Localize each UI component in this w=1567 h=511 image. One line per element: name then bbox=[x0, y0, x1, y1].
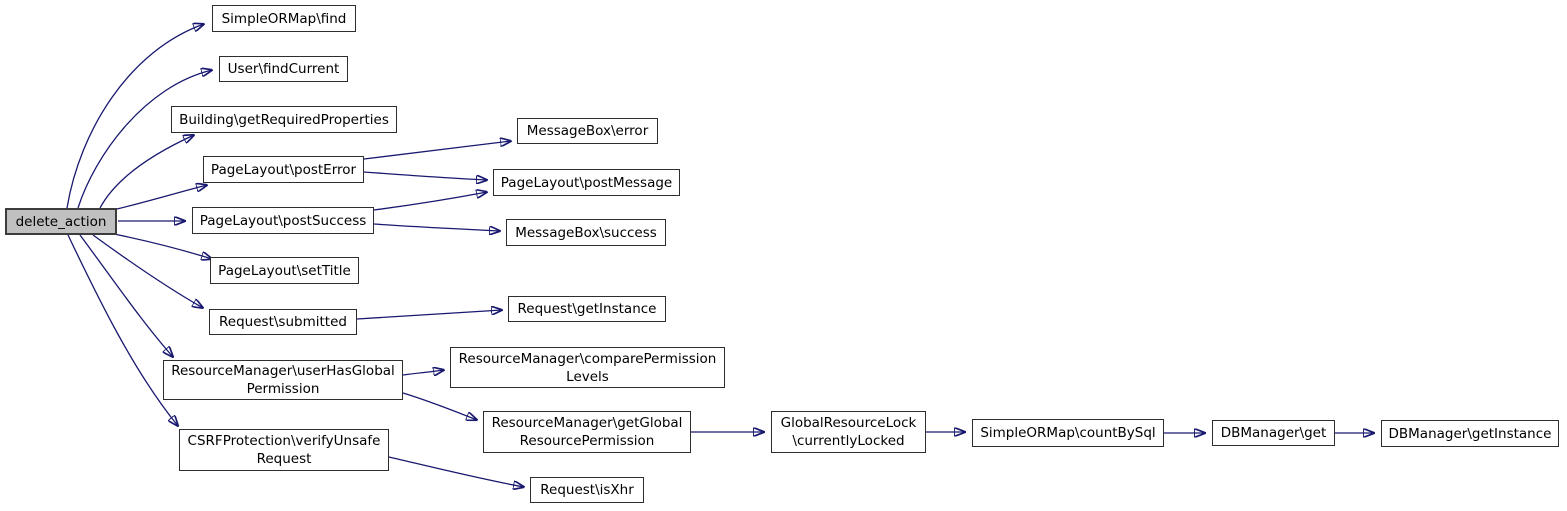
node-pagelayout-postsuccess-label: PageLayout\postSuccess bbox=[199, 212, 367, 229]
node-pagelayout-postmessage[interactable]: PageLayout\postMessage bbox=[493, 169, 680, 196]
edge-pagelayout-posterror-to-pagelayout-postmessage bbox=[363, 171, 487, 180]
node-user-findcurrent[interactable]: User\findCurrent bbox=[219, 56, 348, 82]
node-pagelayout-postmessage-label: PageLayout\postMessage bbox=[500, 174, 673, 191]
edge-delete-action-to-pagelayout-posterror bbox=[116, 185, 207, 210]
node-dbmanager-getinstance-label: DBManager\getInstance bbox=[1388, 425, 1552, 442]
node-simpleormap-find[interactable]: SimpleORMap\find bbox=[212, 5, 356, 32]
node-request-getinstance-label: Request\getInstance bbox=[517, 301, 657, 317]
node-request-submitted-label: Request\submitted bbox=[219, 314, 347, 330]
node-messagebox-error-label: MessageBox\error bbox=[526, 123, 649, 139]
node-resourcemanager-getglobalresourcepermission[interactable]: ResourceManager\getGlobal ResourcePermis… bbox=[483, 411, 691, 453]
node-resourcemanager-getglobalresourcepermission-label: ResourceManager\getGlobal ResourcePermis… bbox=[491, 415, 683, 449]
node-messagebox-success[interactable]: MessageBox\success bbox=[506, 219, 666, 246]
edge-delete-action-to-building-getrequiredproperties bbox=[99, 135, 194, 209]
node-dbmanager-getinstance[interactable]: DBManager\getInstance bbox=[1381, 420, 1559, 447]
node-delete-action-label: delete_action bbox=[15, 213, 107, 230]
edge-request-submitted-to-request-getinstance bbox=[356, 310, 502, 320]
node-pagelayout-posterror-label: PageLayout\postError bbox=[210, 161, 357, 178]
node-resourcemanager-userhasglobalpermission-label: ResourceManager\userHasGlobal Permission bbox=[171, 363, 395, 397]
node-simpleormap-countbysql-label: SimpleORMap\countBySql bbox=[980, 425, 1156, 441]
edge-pagelayout-posterror-to-messagebox-error bbox=[363, 141, 511, 160]
node-globalresourcelock-currentlylocked[interactable]: GlobalResourceLock \currentlyLocked bbox=[771, 411, 926, 453]
node-resourcemanager-comparepermissionlevels-label: ResourceManager\comparePermission Levels bbox=[458, 350, 717, 385]
node-dbmanager-get-label: DBManager\get bbox=[1220, 425, 1327, 441]
node-pagelayout-settitle[interactable]: PageLayout\setTitle bbox=[210, 257, 359, 284]
node-delete-action: delete_action bbox=[5, 208, 117, 235]
node-csrfprotection-verifyunsaferequest[interactable]: CSRFProtection\verifyUnsafe Request bbox=[179, 429, 389, 471]
node-globalresourcelock-currentlylocked-label: GlobalResourceLock \currentlyLocked bbox=[780, 415, 917, 449]
edge-delete-action-to-request-submitted bbox=[92, 234, 203, 308]
edge-delete-action-to-resourcemanager-userhasglobalpermission bbox=[79, 234, 173, 357]
edge-delete-action-to-user-findcurrent bbox=[77, 70, 212, 209]
node-messagebox-error[interactable]: MessageBox\error bbox=[517, 118, 658, 144]
edge-resourcemanager-userhasglobalpermission-to-resourcemanager-getglobalresourcepermission bbox=[402, 392, 477, 420]
node-resourcemanager-userhasglobalpermission[interactable]: ResourceManager\userHasGlobal Permission bbox=[163, 360, 403, 400]
node-simpleormap-find-label: SimpleORMap\find bbox=[221, 10, 347, 27]
edge-delete-action-to-csrfprotection-verifyunsaferequest bbox=[67, 234, 178, 426]
node-request-getinstance[interactable]: Request\getInstance bbox=[508, 296, 666, 322]
node-building-getrequiredproperties[interactable]: Building\getRequiredProperties bbox=[171, 106, 397, 133]
node-pagelayout-postsuccess[interactable]: PageLayout\postSuccess bbox=[192, 207, 374, 234]
node-request-submitted[interactable]: Request\submitted bbox=[209, 309, 357, 335]
edge-delete-action-to-pagelayout-settitle bbox=[113, 233, 212, 259]
node-dbmanager-get[interactable]: DBManager\get bbox=[1212, 420, 1335, 446]
node-user-findcurrent-label: User\findCurrent bbox=[227, 61, 340, 77]
node-pagelayout-settitle-label: PageLayout\setTitle bbox=[218, 262, 351, 279]
node-pagelayout-posterror[interactable]: PageLayout\postError bbox=[203, 156, 364, 183]
edge-resourcemanager-userhasglobalpermission-to-resourcemanager-comparepermissionlevels bbox=[402, 370, 444, 375]
node-request-isxhr[interactable]: Request\isXhr bbox=[530, 477, 644, 503]
edge-pagelayout-postsuccess-to-messagebox-success bbox=[373, 223, 500, 231]
edge-delete-action-to-simpleormap-find bbox=[66, 24, 204, 209]
edge-pagelayout-postsuccess-to-pagelayout-postmessage bbox=[373, 192, 487, 211]
node-building-getrequiredproperties-label: Building\getRequiredProperties bbox=[179, 111, 389, 128]
node-messagebox-success-label: MessageBox\success bbox=[515, 224, 657, 241]
node-request-isxhr-label: Request\isXhr bbox=[540, 482, 634, 498]
node-csrfprotection-verifyunsaferequest-label: CSRFProtection\verifyUnsafe Request bbox=[187, 433, 381, 467]
node-simpleormap-countbysql[interactable]: SimpleORMap\countBySql bbox=[972, 419, 1164, 447]
node-resourcemanager-comparepermissionlevels[interactable]: ResourceManager\comparePermission Levels bbox=[450, 347, 725, 388]
edge-csrfprotection-verifyunsaferequest-to-request-isxhr bbox=[388, 456, 524, 487]
